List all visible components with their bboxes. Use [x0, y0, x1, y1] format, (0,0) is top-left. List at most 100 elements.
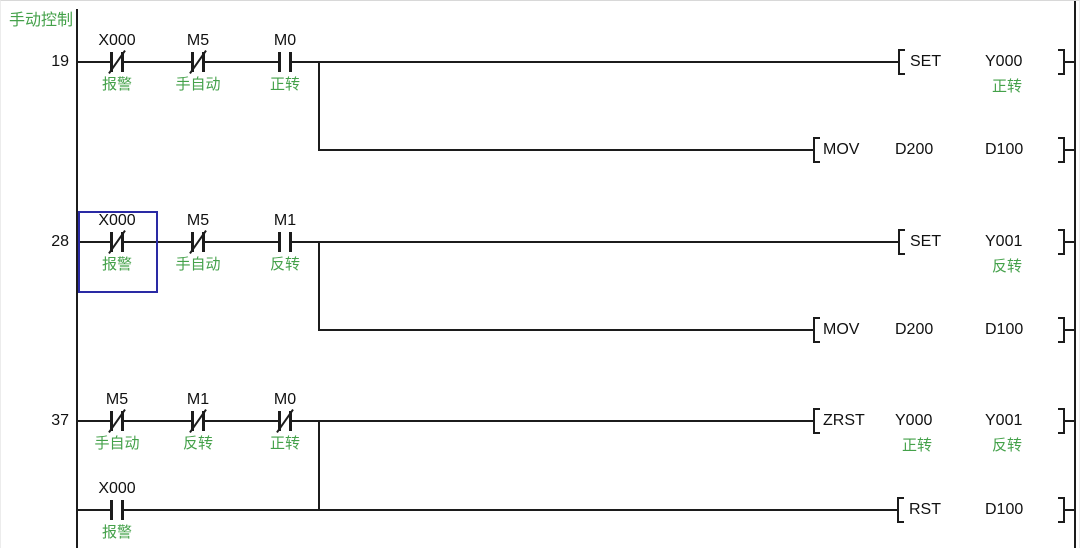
contact-gap: [281, 241, 289, 243]
instruction-operand: Y001: [985, 412, 1023, 429]
device-label: M1: [186, 391, 210, 408]
instruction-mnemonic: SET: [910, 53, 942, 70]
device-comment: 报警: [101, 76, 132, 93]
output-right-bracket: [1058, 49, 1065, 75]
instruction-left-bracket: [897, 497, 904, 523]
contact-no-x000[interactable]: X000 报警: [69, 480, 165, 542]
wire-rail-connector: [1065, 241, 1075, 243]
output-right-bracket: [1058, 497, 1065, 523]
step-number-37: 37: [51, 412, 69, 429]
wire-rung19-branch: [319, 149, 813, 151]
contact-nc-x000[interactable]: X000 报警: [69, 212, 165, 274]
contact-no-m1[interactable]: M1 反转: [237, 212, 333, 274]
device-comment: 正转: [269, 435, 300, 452]
contact-bar: [278, 52, 281, 72]
contact-bar: [110, 411, 113, 431]
device-label: M5: [186, 212, 210, 229]
wire-rail-connector: [1065, 420, 1075, 422]
wire-rung37-main: [78, 420, 813, 422]
contact-nc-m5[interactable]: M5 手自动: [150, 32, 246, 94]
contact-bar: [110, 232, 113, 252]
instruction-rst-d100[interactable]: RST D100: [897, 496, 1067, 526]
contact-bar: [202, 52, 205, 72]
contact-no-m0[interactable]: M0 正转: [237, 32, 333, 94]
contact-bar: [278, 411, 281, 431]
instruction-operand: D100: [985, 501, 1024, 518]
contact-nc-m1[interactable]: M1 反转: [150, 391, 246, 453]
step-number-19: 19: [51, 53, 69, 70]
wire-rail-connector: [1065, 149, 1075, 151]
device-label: M0: [273, 391, 297, 408]
device-comment: 反转: [269, 256, 300, 273]
output-right-bracket: [1058, 137, 1065, 163]
device-label: M0: [273, 32, 297, 49]
instruction-operand: D100: [985, 141, 1024, 158]
contact-bar: [289, 232, 292, 252]
instruction-operand: Y000: [985, 53, 1023, 70]
output-right-bracket: [1058, 317, 1065, 343]
instruction-operand: D100: [985, 321, 1024, 338]
instruction-mnemonic: MOV: [823, 141, 860, 158]
instruction-left-bracket: [813, 408, 820, 434]
instruction-mov-d200-d100[interactable]: MOV D200 D100: [813, 316, 1063, 346]
contact-bar: [289, 52, 292, 72]
device-comment: 手自动: [94, 435, 140, 452]
contact-nc-m5[interactable]: M5 手自动: [150, 212, 246, 274]
contact-bar: [278, 232, 281, 252]
contact-bar: [121, 411, 124, 431]
instruction-mnemonic: ZRST: [823, 412, 865, 429]
contact-bar: [121, 232, 124, 252]
contact-bar: [289, 411, 292, 431]
wire-rung37-branch: [78, 509, 897, 511]
output-right-bracket: [1058, 408, 1065, 434]
output-right-bracket: [1058, 229, 1065, 255]
wire-rung28-branch: [319, 329, 813, 331]
contact-nc-m5[interactable]: M5 手自动: [69, 391, 165, 453]
contact-gap: [113, 509, 121, 511]
instruction-operand: Y001: [985, 233, 1023, 250]
instruction-left-bracket: [898, 229, 905, 255]
wire-branch-vertical-19: [318, 61, 320, 151]
wire-branch-vertical-28: [318, 241, 320, 331]
device-comment: 反转: [182, 435, 213, 452]
device-label: X000: [98, 480, 136, 497]
contact-bar: [202, 411, 205, 431]
device-comment: 手自动: [175, 256, 221, 273]
device-comment: 报警: [101, 524, 132, 541]
wire-branch-vertical-37: [318, 420, 320, 511]
contact-bar: [121, 52, 124, 72]
operand-comment: 正转: [991, 78, 1022, 95]
contact-gap: [281, 61, 289, 63]
contact-bar: [110, 500, 113, 520]
instruction-left-bracket: [813, 317, 820, 343]
wire-rail-connector: [1065, 509, 1075, 511]
contact-nc-m0[interactable]: M0 正转: [237, 391, 333, 453]
operand-comment: 反转: [991, 258, 1022, 275]
instruction-left-bracket: [813, 137, 820, 163]
instruction-mnemonic: SET: [910, 233, 942, 250]
contact-bar: [202, 232, 205, 252]
instruction-operand: D200: [895, 141, 934, 158]
instruction-set-y001[interactable]: SET Y001 反转: [898, 228, 1068, 275]
contact-nc-x000[interactable]: X000 报警: [69, 32, 165, 94]
wire-rail-connector: [1065, 329, 1075, 331]
instruction-mnemonic: RST: [909, 501, 941, 518]
device-label: M5: [105, 391, 129, 408]
device-comment: 正转: [269, 76, 300, 93]
selection-cursor: [78, 211, 158, 293]
instruction-zrst-y000-y001[interactable]: ZRST Y000 Y001 正转 反转: [813, 407, 1063, 469]
instruction-set-y000[interactable]: SET Y000 正转: [898, 48, 1068, 95]
contact-bar: [191, 232, 194, 252]
device-comment: 手自动: [175, 76, 221, 93]
rung-block-comment: 手动控制: [9, 12, 74, 29]
contact-bar: [191, 411, 194, 431]
left-power-rail: [76, 9, 78, 548]
instruction-mnemonic: MOV: [823, 321, 860, 338]
device-label: X000: [98, 32, 136, 49]
instruction-operand: D200: [895, 321, 934, 338]
wire-rung19-main: [78, 61, 898, 63]
wire-rung28-main: [78, 241, 898, 243]
device-label: M5: [186, 32, 210, 49]
instruction-mov-d200-d100[interactable]: MOV D200 D100: [813, 136, 1063, 166]
contact-bar: [110, 52, 113, 72]
